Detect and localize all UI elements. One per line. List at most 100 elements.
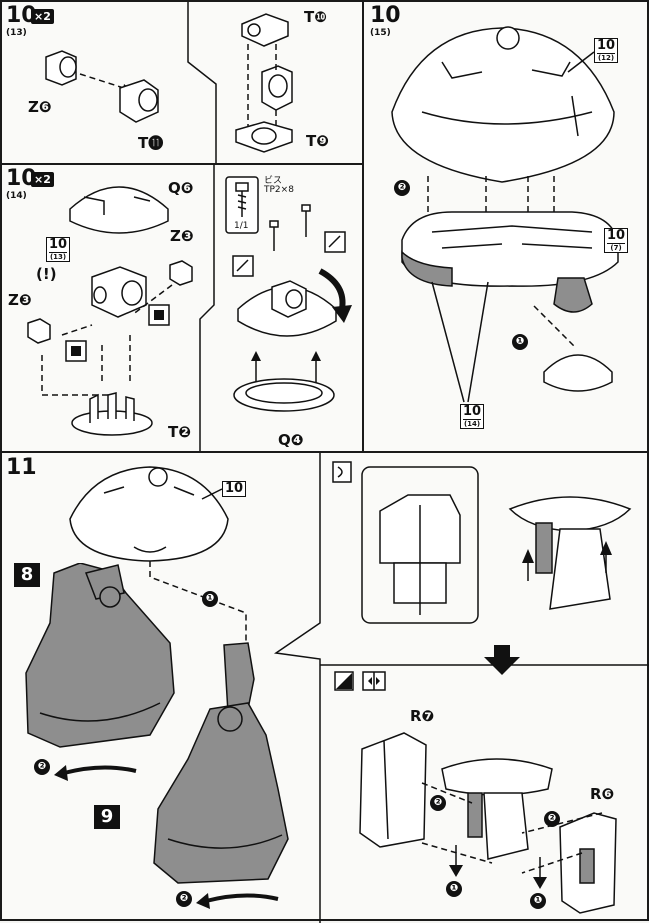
rotate-arrow-a	[54, 765, 137, 781]
leader-line	[567, 51, 595, 73]
down-arrow-right	[533, 857, 547, 889]
ref-sub: (13)	[49, 252, 68, 261]
screws-drawing	[269, 204, 311, 251]
head-dome-large-drawing	[391, 26, 615, 183]
step-10-13-panel: 10 (13) ×2 Z❻ T⓫ T❿ T❾	[0, 0, 364, 167]
reference-box-10: 10	[222, 481, 247, 497]
part-z3-left-drawing	[27, 318, 51, 344]
part-label-z3-left: Z❸	[8, 291, 32, 309]
step-10-14-panel: 10 (14) ×2 Q❻ 10 (13) (!) Z❸ Z❸ T❷	[0, 163, 364, 455]
part-label-r7: R❼	[410, 707, 435, 725]
ref-num: 10	[607, 228, 626, 243]
quantity-badge: ×2	[31, 9, 54, 24]
step-number: 10	[6, 3, 37, 28]
step-bubble-1: ❶	[512, 334, 528, 350]
caution-mark: (!)	[36, 265, 57, 283]
part-label-q4: Q❹	[278, 431, 304, 449]
ref-sub: (14)	[463, 419, 482, 428]
part-q6-dome-drawing	[69, 186, 169, 234]
ref-sub: (7)	[607, 243, 626, 252]
part-q4-ring-drawing	[233, 378, 335, 412]
dashed-lines	[421, 782, 603, 874]
part-t2-base-drawing	[71, 392, 153, 436]
ref-sub: (12)	[597, 53, 616, 62]
bubble-2-left: ❷	[430, 795, 446, 811]
part-r7-drawing	[359, 732, 427, 848]
reference-box-10-14: 10 (14)	[460, 404, 485, 429]
reference-box-10-7: 10 (7)	[604, 228, 629, 253]
step-11-panel: 11 10 ❶ 8 ❷ 9 ❷	[0, 451, 649, 923]
leader-lines-bottom	[431, 281, 489, 403]
part-z3-right-drawing	[169, 260, 193, 286]
step-sub: (14)	[6, 191, 27, 201]
waist-center-drawing	[441, 758, 553, 860]
part-t10-drawing	[241, 13, 289, 47]
part-label-q6: Q❻	[168, 179, 194, 197]
step-bubble-2: ❷	[394, 180, 410, 196]
part-label-t11: T⓫	[138, 134, 164, 152]
part-label-r6: R❻	[590, 785, 615, 803]
ref-num: 10	[49, 237, 68, 252]
bubble-1-right: ❶	[530, 893, 546, 909]
joint-block-drawing	[91, 266, 147, 318]
screw-spec: TP2×8	[264, 185, 294, 195]
part-label-z3-right: Z❸	[170, 227, 194, 245]
screw-icon-box	[225, 176, 259, 234]
ref-num: 10	[463, 404, 482, 419]
screw-count: 1/1	[234, 221, 249, 231]
step-10-15-panel: 10 (15) 10 (12) ❷ 10 (7) ❶ 10 (14)	[362, 0, 649, 453]
rotate-bubble-2a: ❷	[34, 759, 50, 775]
waist-sub-part-drawing	[543, 354, 613, 392]
dashed-path-to-body	[149, 561, 247, 647]
rotate-arrow	[318, 268, 352, 323]
sticker-square-1	[148, 304, 170, 326]
divider-slant	[273, 453, 321, 923]
screwdriver-icon-1	[232, 255, 254, 277]
rotate-arrow-b	[196, 893, 279, 909]
thruster-drawing	[553, 277, 593, 313]
step-sub: (15)	[370, 28, 391, 38]
waist-cutaway-drawing	[508, 496, 632, 610]
part-t9-drawing	[235, 121, 293, 153]
part-label-t9: T❾	[306, 132, 329, 150]
reference-box-8: 8	[14, 563, 40, 587]
sticker-square-2	[65, 340, 87, 362]
step-number: 11	[6, 455, 37, 480]
leader-line-10	[201, 488, 223, 500]
dashed-guides	[247, 44, 277, 126]
waist-block-drawing	[401, 211, 619, 287]
reference-box-10-13: 10 (13)	[46, 237, 71, 262]
step-number: 10	[6, 166, 37, 191]
part-r6-drawing	[559, 812, 617, 914]
detail-frame	[361, 466, 479, 624]
waist-view-icon	[332, 461, 352, 483]
part-t10-body-drawing	[261, 65, 293, 111]
separator-line	[320, 664, 649, 666]
body-8-drawing	[25, 563, 175, 748]
rotate-bubble-2b: ❷	[176, 891, 192, 907]
up-arrows	[251, 351, 321, 385]
part-label-t10: T❿	[304, 8, 327, 26]
divider-slant	[187, 2, 217, 167]
reference-box-10-12: 10 (12)	[594, 38, 619, 63]
part-label-z6: Z❻	[28, 98, 52, 116]
quantity-badge: ×2	[31, 172, 54, 187]
screw-label: ビス	[264, 176, 283, 186]
bubble-1-left: ❶	[446, 881, 462, 897]
body-9-drawing	[153, 642, 289, 884]
part-label-t2: T❷	[168, 423, 191, 441]
divider-slant	[199, 165, 215, 455]
screwdriver-icon-2	[324, 231, 346, 253]
ref-num: 10	[597, 38, 616, 53]
part-t11-drawing	[119, 79, 159, 123]
view-icon-2	[362, 671, 386, 691]
part-z6-drawing	[45, 50, 77, 86]
step-bubble-1: ❶	[202, 591, 218, 607]
bubble-2-right: ❷	[544, 811, 560, 827]
head-dome-drawing	[69, 466, 229, 562]
reference-box-9: 9	[94, 805, 120, 829]
head-dome-drawing	[237, 280, 337, 337]
view-icon-1	[334, 671, 354, 691]
down-arrow-big	[484, 645, 520, 675]
down-arrow-left	[449, 845, 463, 877]
